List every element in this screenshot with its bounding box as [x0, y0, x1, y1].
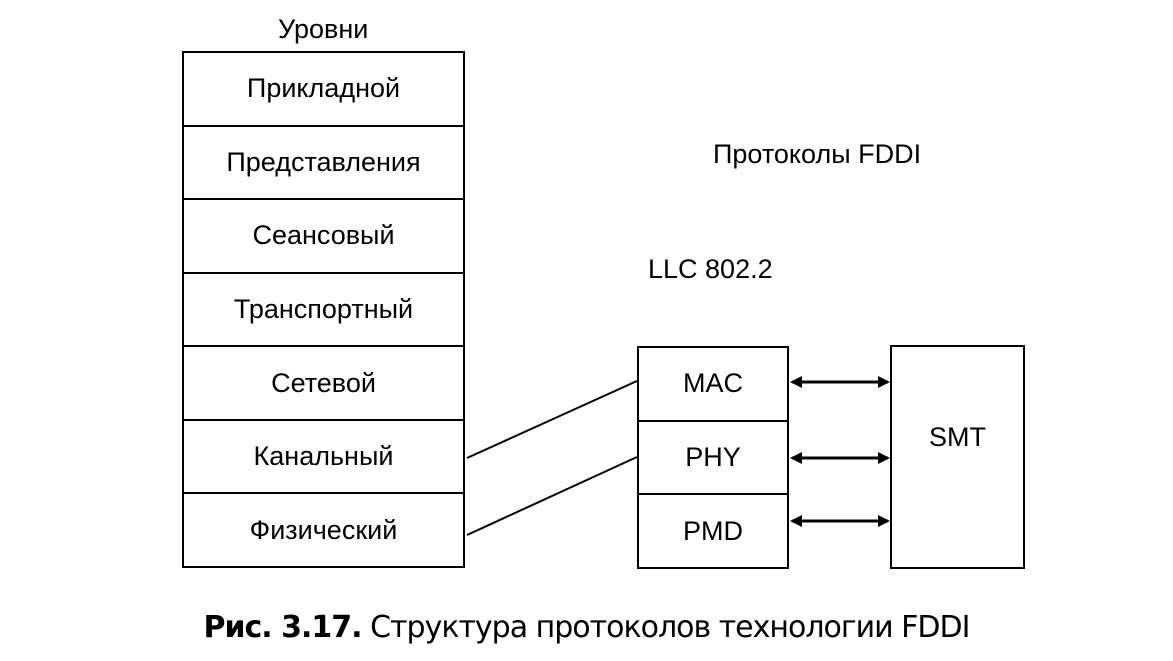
fddi-protocol-stack: MAC PHY PMD	[637, 346, 789, 569]
llc-label: LLC 802.2	[648, 254, 773, 284]
caption-text: Структура протоколов технологии FDDI	[361, 610, 970, 645]
level-network: Сетевой	[184, 345, 463, 419]
fddi-protocols-title: Протоколы FDDI	[713, 139, 922, 169]
caption-number: Рис. 3.17.	[203, 610, 363, 645]
link-physical-to-phy	[466, 456, 638, 536]
level-physical: Физический	[184, 492, 463, 566]
level-presentation: Представления	[184, 124, 463, 199]
level-application: Прикладной	[246, 73, 401, 104]
fddi-layer-pmd: PMD	[639, 493, 787, 567]
level-transport: Транспортный	[184, 271, 463, 346]
smt-label: SMT	[929, 421, 986, 452]
link-data-link-to-mac	[466, 380, 638, 459]
osi-levels-stack: Прикладной Представления Сеансовый Транс…	[182, 51, 465, 568]
fddi-layer-phy: PHY	[639, 419, 787, 494]
figure-caption: Рис. 3.17. Структура протоколов технолог…	[0, 610, 1173, 645]
smt-block: SMT	[890, 345, 1025, 569]
level-data-link: Канальный	[184, 418, 463, 493]
level-session: Сеансовый	[184, 198, 463, 272]
levels-title: Уровни	[278, 14, 369, 44]
fddi-layer-mac: MAC	[683, 368, 743, 399]
